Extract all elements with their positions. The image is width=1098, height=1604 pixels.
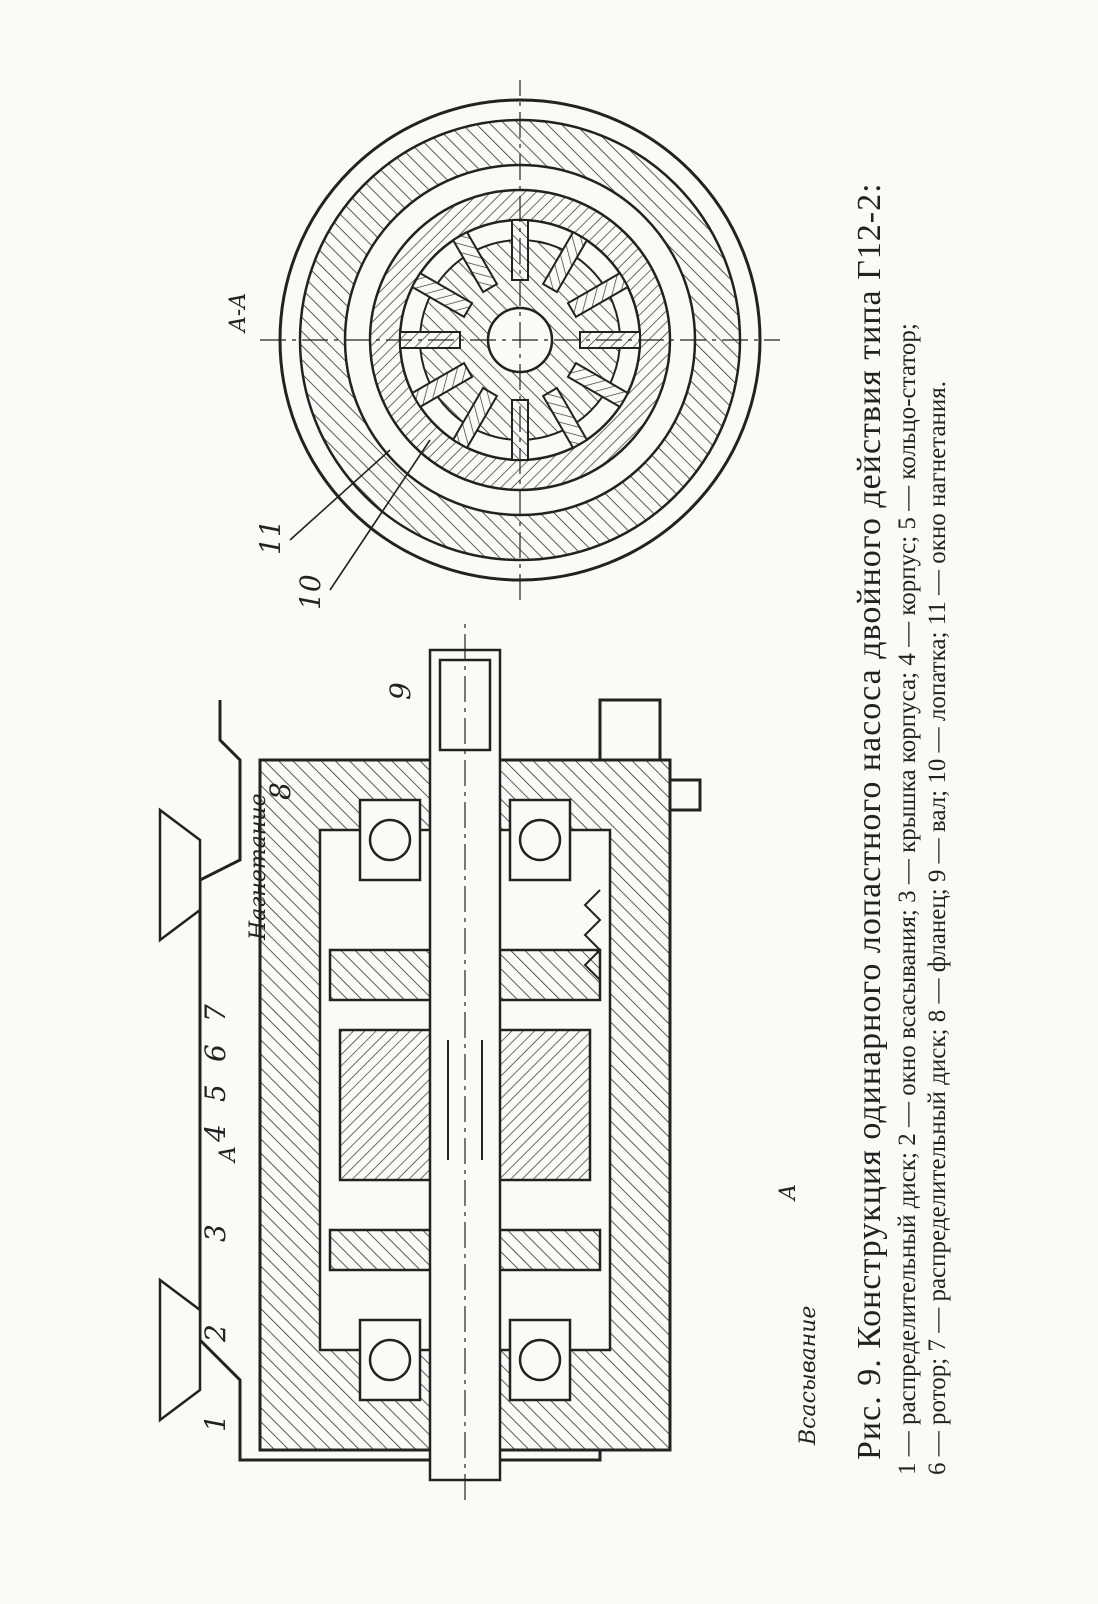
label-8: 8 — [264, 782, 297, 800]
label-2: 2 — [199, 1324, 232, 1343]
section-marker-bottom: A — [776, 1184, 801, 1202]
longitudinal-section — [158, 620, 702, 1500]
flow-in-label: Всасывание — [796, 1306, 821, 1446]
label-10: 10 — [294, 574, 327, 610]
label-1: 1 — [199, 1414, 232, 1432]
label-11: 11 — [254, 519, 287, 555]
section-marker-top: A — [216, 1146, 241, 1164]
flow-out-label: Нагнетание — [246, 793, 271, 941]
label-3: 3 — [199, 1224, 232, 1242]
label-4: 4 — [199, 1124, 232, 1143]
caption-line-1: 1 — распределительный диск; 2 — окно вса… — [894, 323, 921, 1475]
section-label: A-A — [226, 293, 251, 334]
cross-section-aa — [260, 80, 780, 600]
label-7: 7 — [199, 1004, 232, 1022]
label-9: 9 — [384, 682, 417, 700]
caption-line-2: 6 — ротор; 7 — распределительный диск; 8… — [924, 381, 951, 1475]
part-labels: 1 2 3 4 5 6 7 8 9 Всасывание Нагнетание … — [199, 682, 821, 1446]
caption-title: Рис. 9. Конструкция одинарного лопастног… — [851, 182, 888, 1460]
label-5: 5 — [199, 1084, 232, 1102]
label-6: 6 — [199, 1044, 232, 1062]
